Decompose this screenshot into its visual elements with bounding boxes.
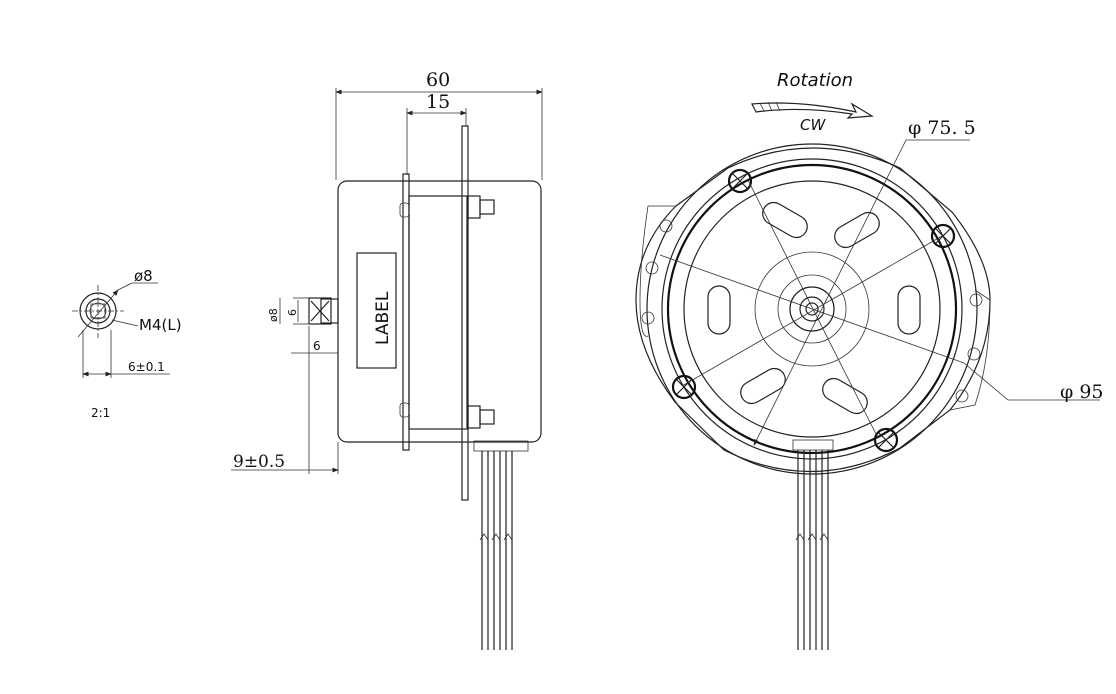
detail-scale-label: 2:1 <box>91 406 110 420</box>
dim-outer-diameter: φ 95 <box>1060 381 1104 403</box>
dim-shaft-dia: ø8 <box>267 308 280 322</box>
rotor-slots <box>707 201 921 415</box>
detail-thread-label: M4(L) <box>139 316 182 334</box>
dim-inner-diameter: φ 75. 5 <box>908 117 976 139</box>
dim-shaft-flat: 6 <box>286 309 299 316</box>
rotation-direction: CW <box>800 116 826 134</box>
front-lead-wires <box>795 450 829 650</box>
detail-width-label: 6±0.1 <box>128 360 165 374</box>
dim-shaft-offset: 9±0.5 <box>233 452 285 472</box>
mounting-screws <box>671 168 956 453</box>
rotation-title: Rotation <box>777 70 853 91</box>
dim-overall-length: 60 <box>426 69 450 91</box>
side-view: LABEL 60 15 ø8 6 6 <box>231 69 543 650</box>
front-view: Rotation CW <box>635 70 1104 650</box>
flange-holes <box>641 219 983 403</box>
side-label-text: LABEL <box>373 291 393 345</box>
side-lead-wires <box>479 451 513 650</box>
dim-shaft-length: 6 <box>313 339 321 353</box>
dim-body-length: 15 <box>426 91 450 113</box>
detail-dia-label: ø8 <box>134 267 153 285</box>
shaft-detail-view: ø8 M4(L) 6±0.1 2:1 <box>72 267 182 420</box>
